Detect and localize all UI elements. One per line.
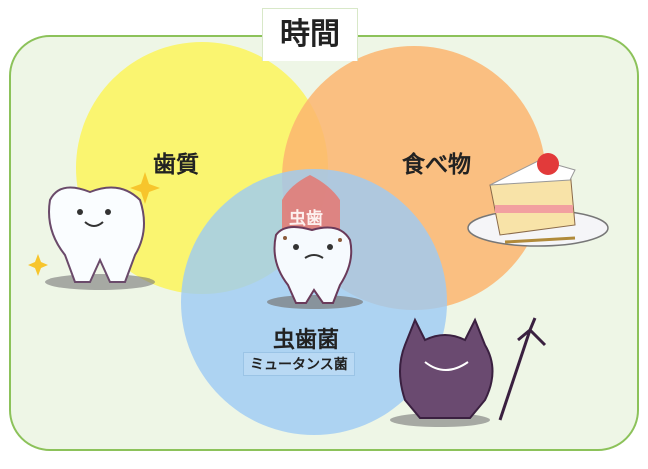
bacteria-label: 虫歯菌 <box>273 328 340 353</box>
devil-bacteria-character <box>390 317 547 427</box>
sparkle-icon <box>130 172 160 204</box>
strawberry-icon <box>537 153 559 175</box>
mutans-label: ミュータンス菌 <box>243 352 355 376</box>
tooth-quality-label: 歯質 <box>153 152 199 178</box>
cake-illustration <box>467 153 609 247</box>
food-label: 食べ物 <box>402 152 471 178</box>
decayed-tooth-character <box>267 225 363 309</box>
cavity-label: 虫歯 <box>289 209 323 229</box>
cavity-intersection <box>282 175 340 230</box>
time-label: 時間 <box>262 8 358 61</box>
healthy-tooth-character <box>28 172 160 290</box>
sparkle-icon <box>28 254 48 276</box>
